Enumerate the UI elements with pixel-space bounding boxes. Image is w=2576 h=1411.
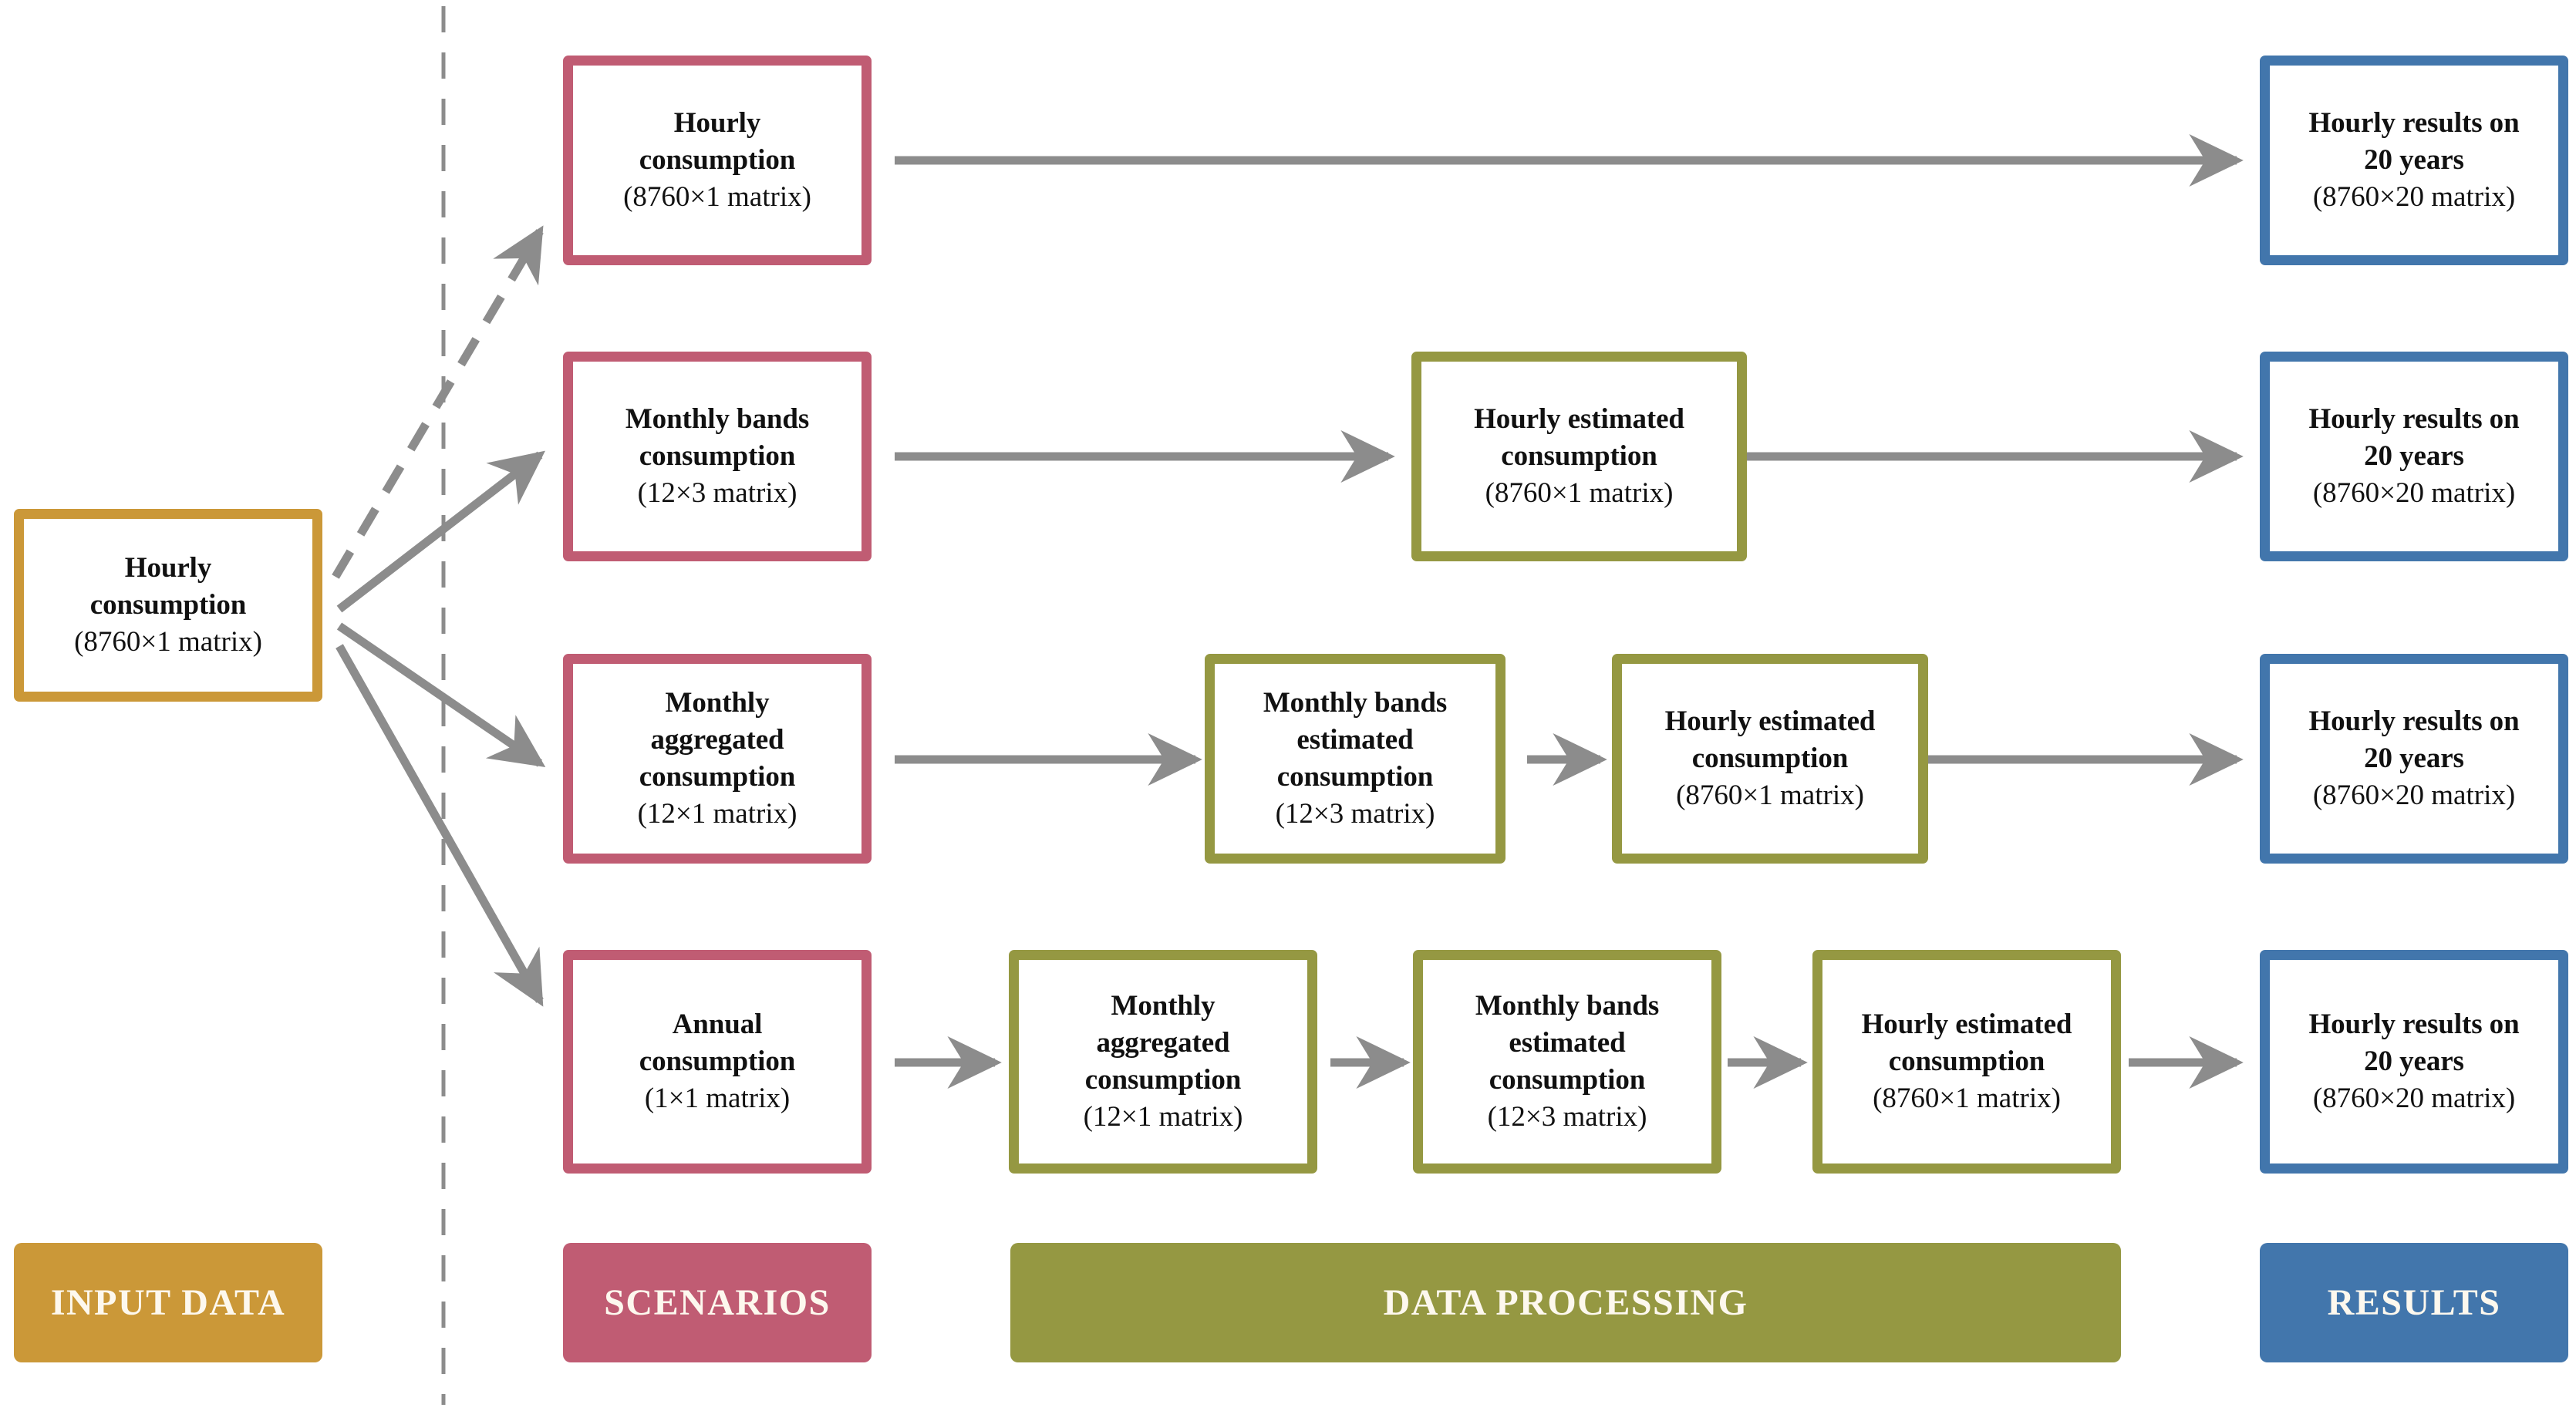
legend-results[interactable]: RESULTS xyxy=(2260,1243,2568,1362)
node-subtitle: (8760×1 matrix) xyxy=(1873,1083,2061,1115)
node-title-line1: Hourly xyxy=(673,106,761,139)
node-title-line1: Annual xyxy=(672,1008,763,1040)
node-row4-processing-2[interactable]: Monthly bands estimated consumption (12×… xyxy=(1413,950,1721,1174)
node-title-line1: Hourly estimated xyxy=(1664,705,1876,737)
node-subtitle: (8760×20 matrix) xyxy=(2312,477,2516,510)
node-title-line3: consumption xyxy=(1276,761,1434,793)
node-title-line1: Hourly estimated xyxy=(1861,1008,2072,1040)
node-row2-scenario[interactable]: Monthly bands consumption (12×3 matrix) xyxy=(563,352,872,561)
node-title-line2: consumption xyxy=(1691,742,1849,774)
node-row3-result[interactable]: Hourly results on 20 years (8760×20 matr… xyxy=(2260,654,2568,864)
legend-scenarios[interactable]: SCENARIOS xyxy=(563,1243,872,1362)
node-subtitle: (8760×1 matrix) xyxy=(74,626,262,658)
node-title-line2: estimated xyxy=(1509,1026,1626,1059)
node-title-line2: consumption xyxy=(1888,1045,2045,1077)
node-title-line3: consumption xyxy=(1489,1064,1646,1096)
node-row2-processing-1[interactable]: Hourly estimated consumption (8760×1 mat… xyxy=(1411,352,1747,561)
branch-arrow-row2 xyxy=(336,450,545,613)
node-title-line1: Monthly xyxy=(665,686,770,719)
node-title-line2: consumption xyxy=(89,588,247,621)
node-title-line2: estimated xyxy=(1296,723,1414,756)
node-subtitle: (12×1 matrix) xyxy=(1083,1101,1243,1133)
node-title-line2: consumption xyxy=(639,143,796,176)
node-input-hourly-consumption[interactable]: Hourly consumption (8760×1 matrix) xyxy=(14,509,322,702)
node-title-line1: Hourly estimated xyxy=(1474,402,1684,435)
node-title-line2: 20 years xyxy=(2364,742,2464,774)
node-subtitle: (12×3 matrix) xyxy=(637,477,797,510)
node-title-line1: Hourly results on xyxy=(2308,402,2520,435)
node-title-line1: Monthly bands xyxy=(1263,686,1448,719)
node-title-line1: Hourly results on xyxy=(2308,106,2520,139)
branch-arrow-row3 xyxy=(336,622,546,767)
node-title-line1: Monthly bands xyxy=(1475,989,1660,1022)
node-subtitle: (8760×20 matrix) xyxy=(2312,1083,2516,1115)
node-title-line2: consumption xyxy=(639,1045,796,1077)
node-row1-result[interactable]: Hourly results on 20 years (8760×20 matr… xyxy=(2260,56,2568,265)
branch-arrow-row4 xyxy=(335,644,544,1007)
node-subtitle: (8760×1 matrix) xyxy=(623,181,811,214)
legend-data-processing[interactable]: DATA PROCESSING xyxy=(1010,1243,2121,1362)
node-title-line2: aggregated xyxy=(1096,1026,1230,1059)
branch-arrow-row1 xyxy=(332,225,544,579)
node-subtitle: (8760×20 matrix) xyxy=(2312,780,2516,812)
node-title-line2: consumption xyxy=(1501,439,1657,472)
node-row4-scenario[interactable]: Annual consumption (1×1 matrix) xyxy=(563,950,872,1174)
node-subtitle: (12×3 matrix) xyxy=(1487,1101,1647,1133)
node-row3-scenario[interactable]: Monthly aggregated consumption (12×1 mat… xyxy=(563,654,872,864)
node-title-line2: aggregated xyxy=(650,723,784,756)
node-title-line1: Monthly xyxy=(1111,989,1216,1022)
node-title-line1: Monthly bands xyxy=(625,402,810,435)
node-title-line1: Hourly results on xyxy=(2308,1008,2520,1040)
node-title-line3: consumption xyxy=(1084,1064,1242,1096)
node-title-line1: Hourly results on xyxy=(2308,705,2520,737)
node-title-line2: consumption xyxy=(639,439,796,472)
node-subtitle: (1×1 matrix) xyxy=(644,1083,791,1115)
node-row2-result[interactable]: Hourly results on 20 years (8760×20 matr… xyxy=(2260,352,2568,561)
node-title-line2: 20 years xyxy=(2364,1045,2464,1077)
node-title-line2: 20 years xyxy=(2364,439,2464,472)
node-row4-processing-3[interactable]: Hourly estimated consumption (8760×1 mat… xyxy=(1812,950,2121,1174)
node-row3-processing-1[interactable]: Monthly bands estimated consumption (12×… xyxy=(1205,654,1505,864)
node-title-line3: consumption xyxy=(639,761,796,793)
node-row4-result[interactable]: Hourly results on 20 years (8760×20 matr… xyxy=(2260,950,2568,1174)
node-row3-processing-2[interactable]: Hourly estimated consumption (8760×1 mat… xyxy=(1612,654,1928,864)
node-title-line1: Hourly xyxy=(124,551,212,584)
node-title-line2: 20 years xyxy=(2364,143,2464,176)
node-subtitle: (8760×1 matrix) xyxy=(1485,477,1674,510)
node-subtitle: (12×1 matrix) xyxy=(637,798,797,830)
node-row1-scenario[interactable]: Hourly consumption (8760×1 matrix) xyxy=(563,56,872,265)
node-subtitle: (8760×1 matrix) xyxy=(1676,780,1864,812)
node-subtitle: (8760×20 matrix) xyxy=(2312,181,2516,214)
legend-input-data[interactable]: INPUT DATA xyxy=(14,1243,322,1362)
node-row4-processing-1[interactable]: Monthly aggregated consumption (12×1 mat… xyxy=(1009,950,1317,1174)
node-subtitle: (12×3 matrix) xyxy=(1275,798,1435,830)
